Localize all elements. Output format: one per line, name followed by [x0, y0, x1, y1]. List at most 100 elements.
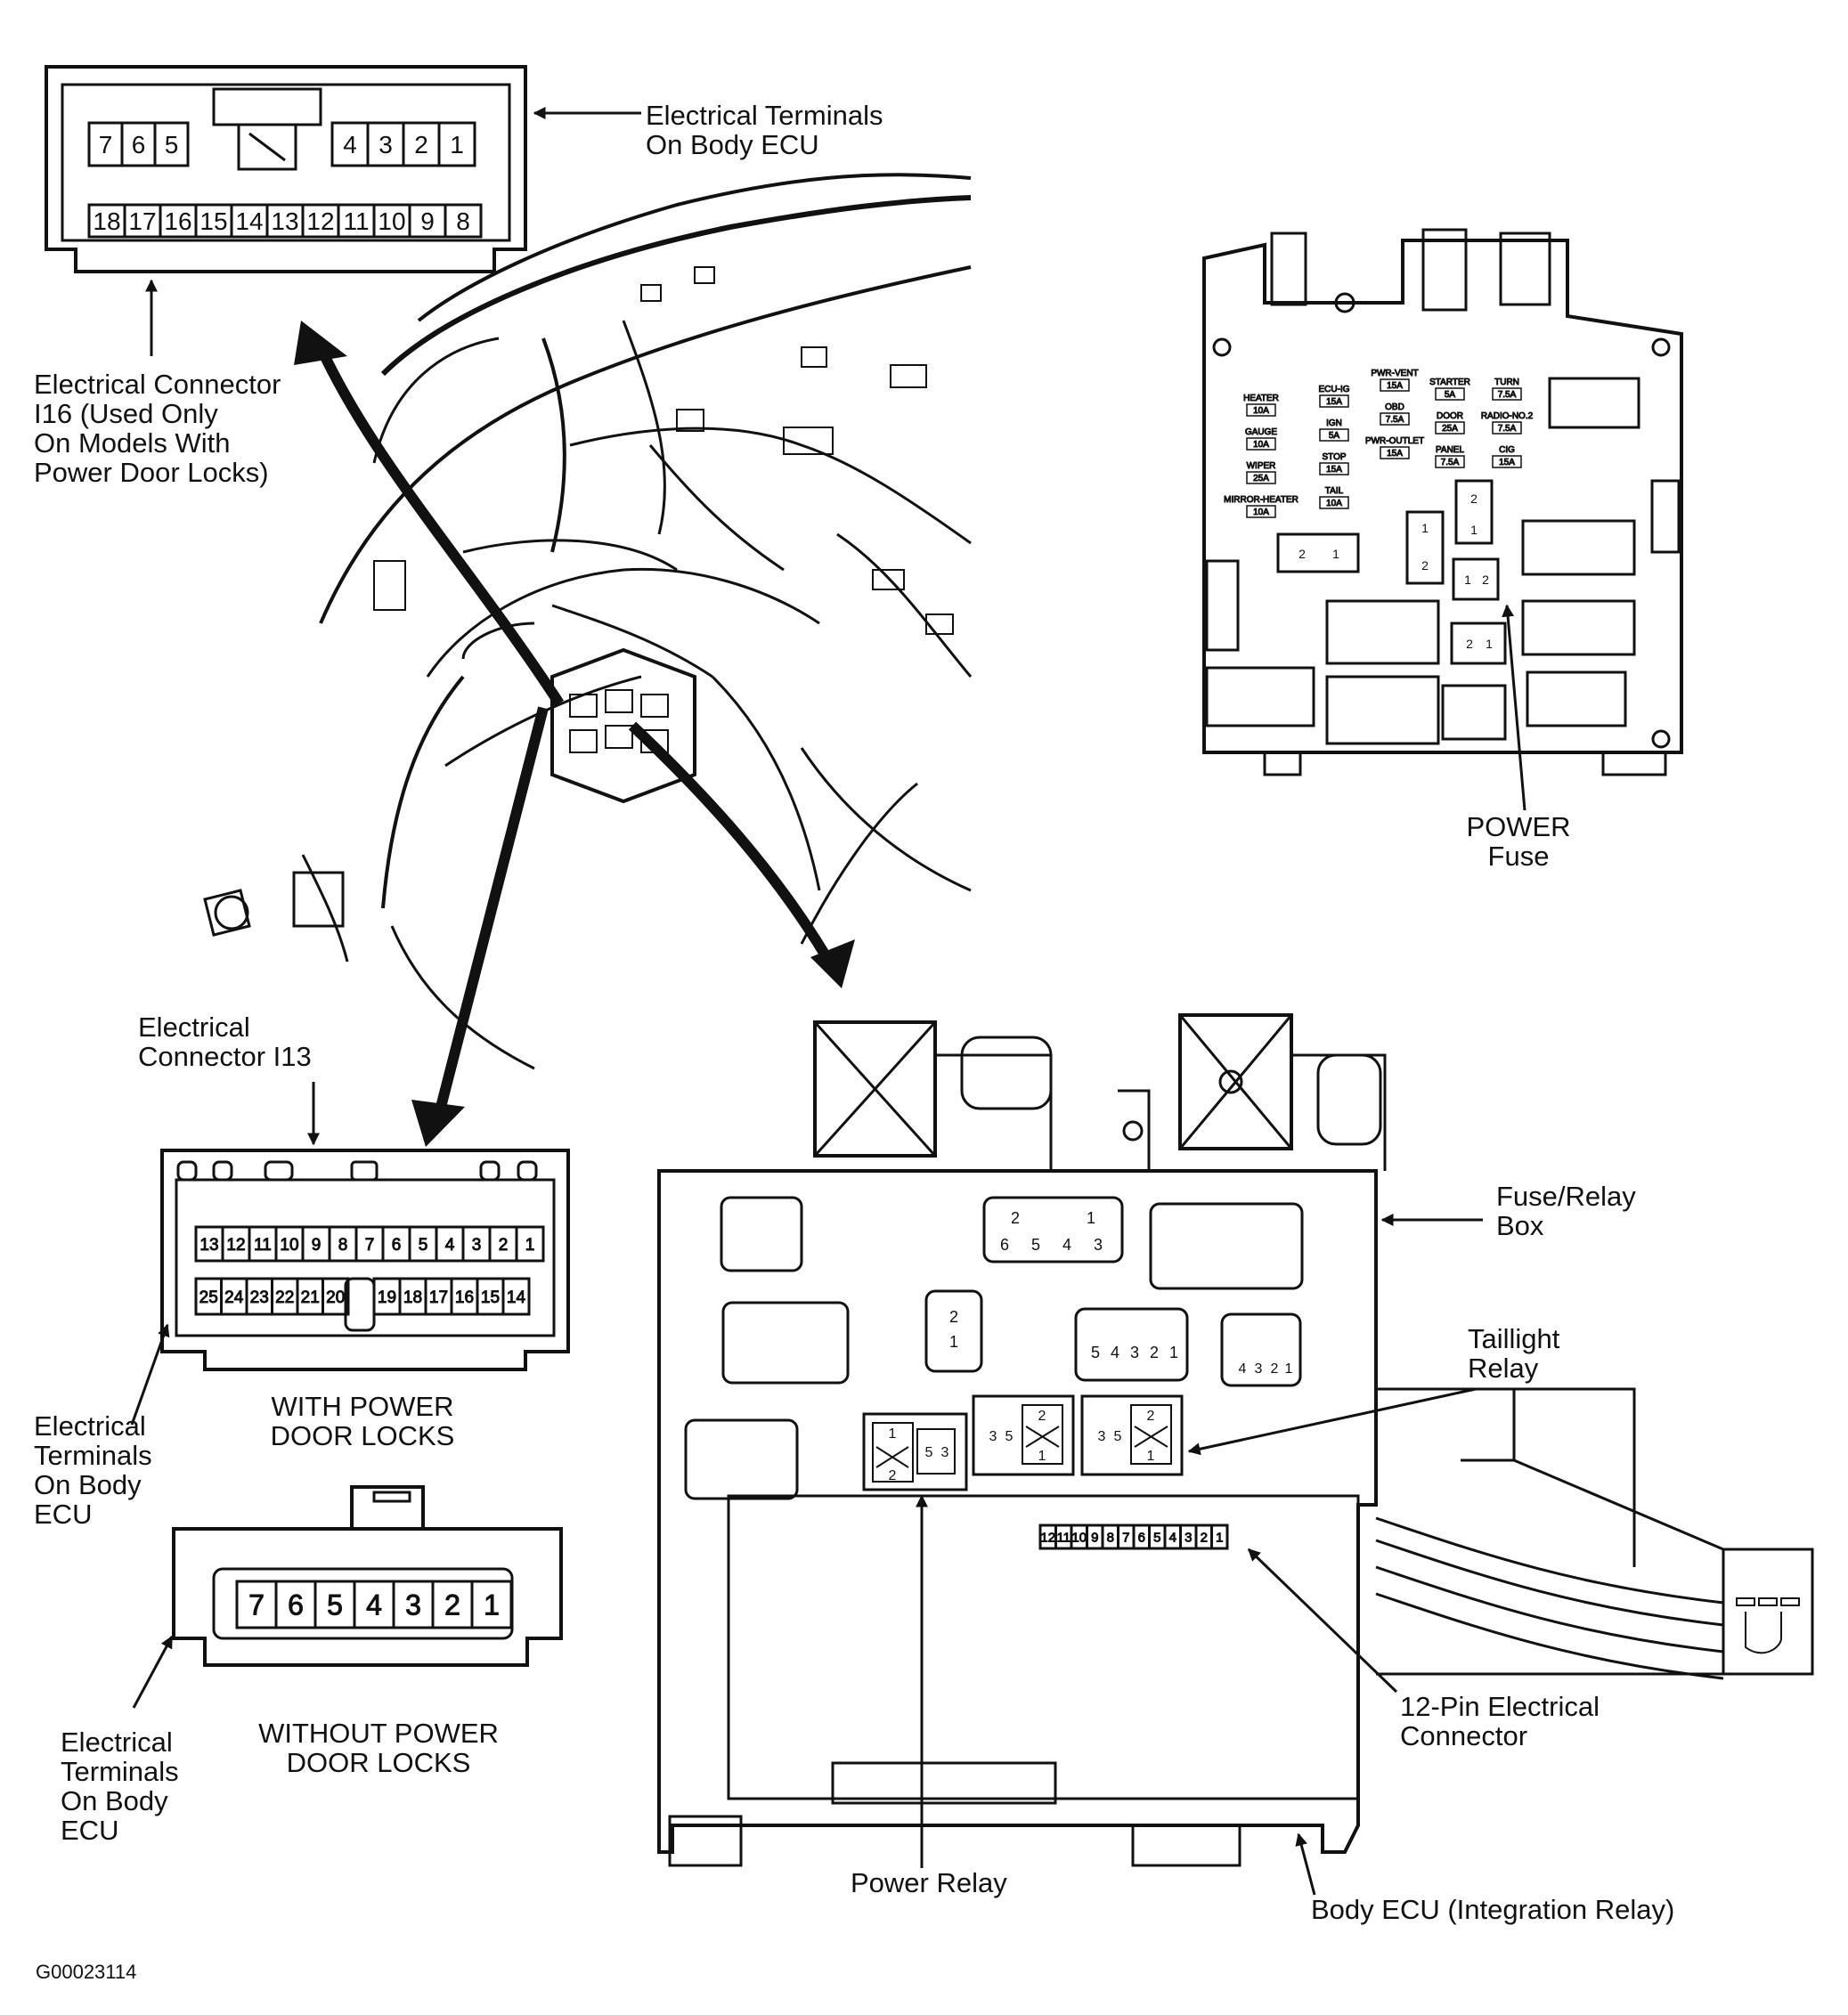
svg-text:3: 3	[941, 1445, 949, 1460]
i13-pin-label: 21	[301, 1288, 320, 1307]
i16-pin-label: 3	[379, 131, 393, 158]
i13-pin-label: 16	[455, 1288, 474, 1307]
fuse-slot	[1380, 412, 1410, 426]
i13-pin-label: 5	[419, 1236, 428, 1255]
pin7-label: 7	[248, 1589, 265, 1621]
i16-pin-label: 14	[235, 207, 263, 235]
twelve-pin-label: 10	[1071, 1530, 1087, 1545]
fuse-name: IGN	[1326, 418, 1342, 428]
i16-pin-label: 10	[378, 207, 405, 235]
fuse-slot	[1319, 428, 1349, 442]
fuse-rating: 10A	[1253, 406, 1269, 416]
fuse-slot	[1435, 387, 1465, 401]
fuse-name: PANEL	[1436, 445, 1464, 455]
fuse-rating: 25A	[1253, 474, 1269, 483]
fuse-rating: 15A	[1387, 449, 1403, 459]
i13-pin-label: 13	[199, 1236, 218, 1255]
twelve-pin-label: 9	[1091, 1530, 1098, 1545]
svg-text:1: 1	[1464, 573, 1471, 587]
fuse-slot	[1435, 421, 1465, 435]
fuse-slot	[1246, 403, 1276, 417]
svg-text:1: 1	[949, 1333, 958, 1351]
twelve-pin-label: 5	[1153, 1530, 1160, 1545]
svg-text:3: 3	[1130, 1344, 1139, 1361]
svg-text:1: 1	[1169, 1344, 1178, 1361]
i13-pin-cell	[515, 1225, 545, 1263]
fuse-slot	[1492, 455, 1522, 468]
twelve-pin-label: 11	[1056, 1530, 1071, 1545]
svg-text:5: 5	[1031, 1236, 1040, 1254]
i16-pin-label: 8	[456, 207, 470, 235]
fuse-slot	[1319, 394, 1349, 408]
fuse-name: WIPER	[1247, 461, 1276, 471]
fuse-rating: 7.5A	[1498, 424, 1517, 434]
svg-text:1: 1	[889, 1426, 897, 1442]
i13-pin-label: 12	[226, 1236, 245, 1255]
i13-pin-label: 10	[280, 1236, 298, 1255]
i16-pin-label: 7	[99, 131, 113, 158]
pin7-label: 4	[366, 1589, 382, 1621]
i13-pin-label: 17	[429, 1288, 448, 1307]
i13-pin-label: 6	[392, 1236, 402, 1255]
callout-arrows	[130, 107, 1526, 1896]
fuse-rating: 10A	[1253, 508, 1269, 517]
fuse-name: PWR-OUTLET	[1365, 436, 1424, 446]
fuse-rating: 10A	[1326, 499, 1342, 508]
svg-text:1: 1	[1332, 547, 1339, 561]
svg-text:2: 2	[1298, 547, 1306, 561]
i13-pin-label: 3	[472, 1236, 482, 1255]
i13-pin-label: 18	[403, 1288, 422, 1307]
fuse-name: TAIL	[1325, 486, 1344, 496]
i16-pin-label: 9	[420, 207, 435, 235]
fuse-name: STARTER	[1429, 378, 1470, 387]
fuse-name: CIG	[1499, 445, 1515, 455]
fuse-name: STOP	[1322, 452, 1346, 462]
large-pointer-arrows	[294, 321, 855, 1147]
svg-text:4: 4	[1111, 1344, 1119, 1361]
i16-pin-label: 6	[132, 131, 146, 158]
fuse-rating: 15A	[1499, 458, 1515, 467]
fuse-name: DOOR	[1437, 411, 1463, 421]
svg-text:3: 3	[989, 1429, 997, 1444]
pin7-label: 3	[405, 1589, 421, 1621]
fuse-name: HEATER	[1243, 394, 1279, 403]
fuse-name: TURN	[1494, 378, 1519, 387]
fuse-slot	[1380, 378, 1410, 392]
i16-pin-cell	[437, 121, 476, 167]
i13-pin-cell	[501, 1277, 531, 1316]
fuse-relay-box: 2 1 6 5 4 3 2 1 5 4 3 2 1 4 3 2 1 1 2 5 …	[657, 1013, 1814, 1867]
svg-text:2: 2	[1482, 573, 1489, 587]
i13-pin-label: 14	[507, 1288, 526, 1307]
i13-pin-label: 22	[275, 1288, 294, 1307]
svg-text:3: 3	[1098, 1429, 1106, 1444]
i16-pin-label: 13	[271, 207, 298, 235]
twelve-pin-label: 1	[1216, 1530, 1223, 1545]
fuse-slot	[1492, 421, 1522, 435]
fuse-rating: 7.5A	[1498, 390, 1517, 400]
svg-text:1: 1	[1147, 1449, 1155, 1464]
svg-text:3: 3	[1255, 1361, 1263, 1377]
svg-text:2: 2	[1150, 1344, 1159, 1361]
instrument-panel-fuse-box: HEATER10AGAUGE10AWIPER25AMIRROR-HEATER10…	[1202, 228, 1683, 776]
fuse-slot	[1380, 446, 1410, 459]
twelve-pin-label: 12	[1040, 1530, 1055, 1545]
fuse-rating: 5A	[1445, 390, 1456, 400]
i13-pin-label: 25	[199, 1288, 218, 1307]
i13-pin-label: 4	[445, 1236, 455, 1255]
fuse-name: OBD	[1385, 402, 1404, 412]
i16-pin-label: 12	[306, 207, 334, 235]
i16-pin-label: 5	[165, 131, 179, 158]
label-power-relay: Power Relay	[851, 1867, 1007, 1898]
fuse-name: RADIO-NO.2	[1481, 411, 1534, 421]
svg-text:2: 2	[1147, 1409, 1155, 1424]
svg-text:1: 1	[1285, 1361, 1293, 1377]
i13-pin-label: 7	[365, 1236, 375, 1255]
fuse-slot	[1319, 496, 1349, 509]
i13-pin-label: 15	[481, 1288, 500, 1307]
svg-text:5: 5	[925, 1445, 933, 1460]
